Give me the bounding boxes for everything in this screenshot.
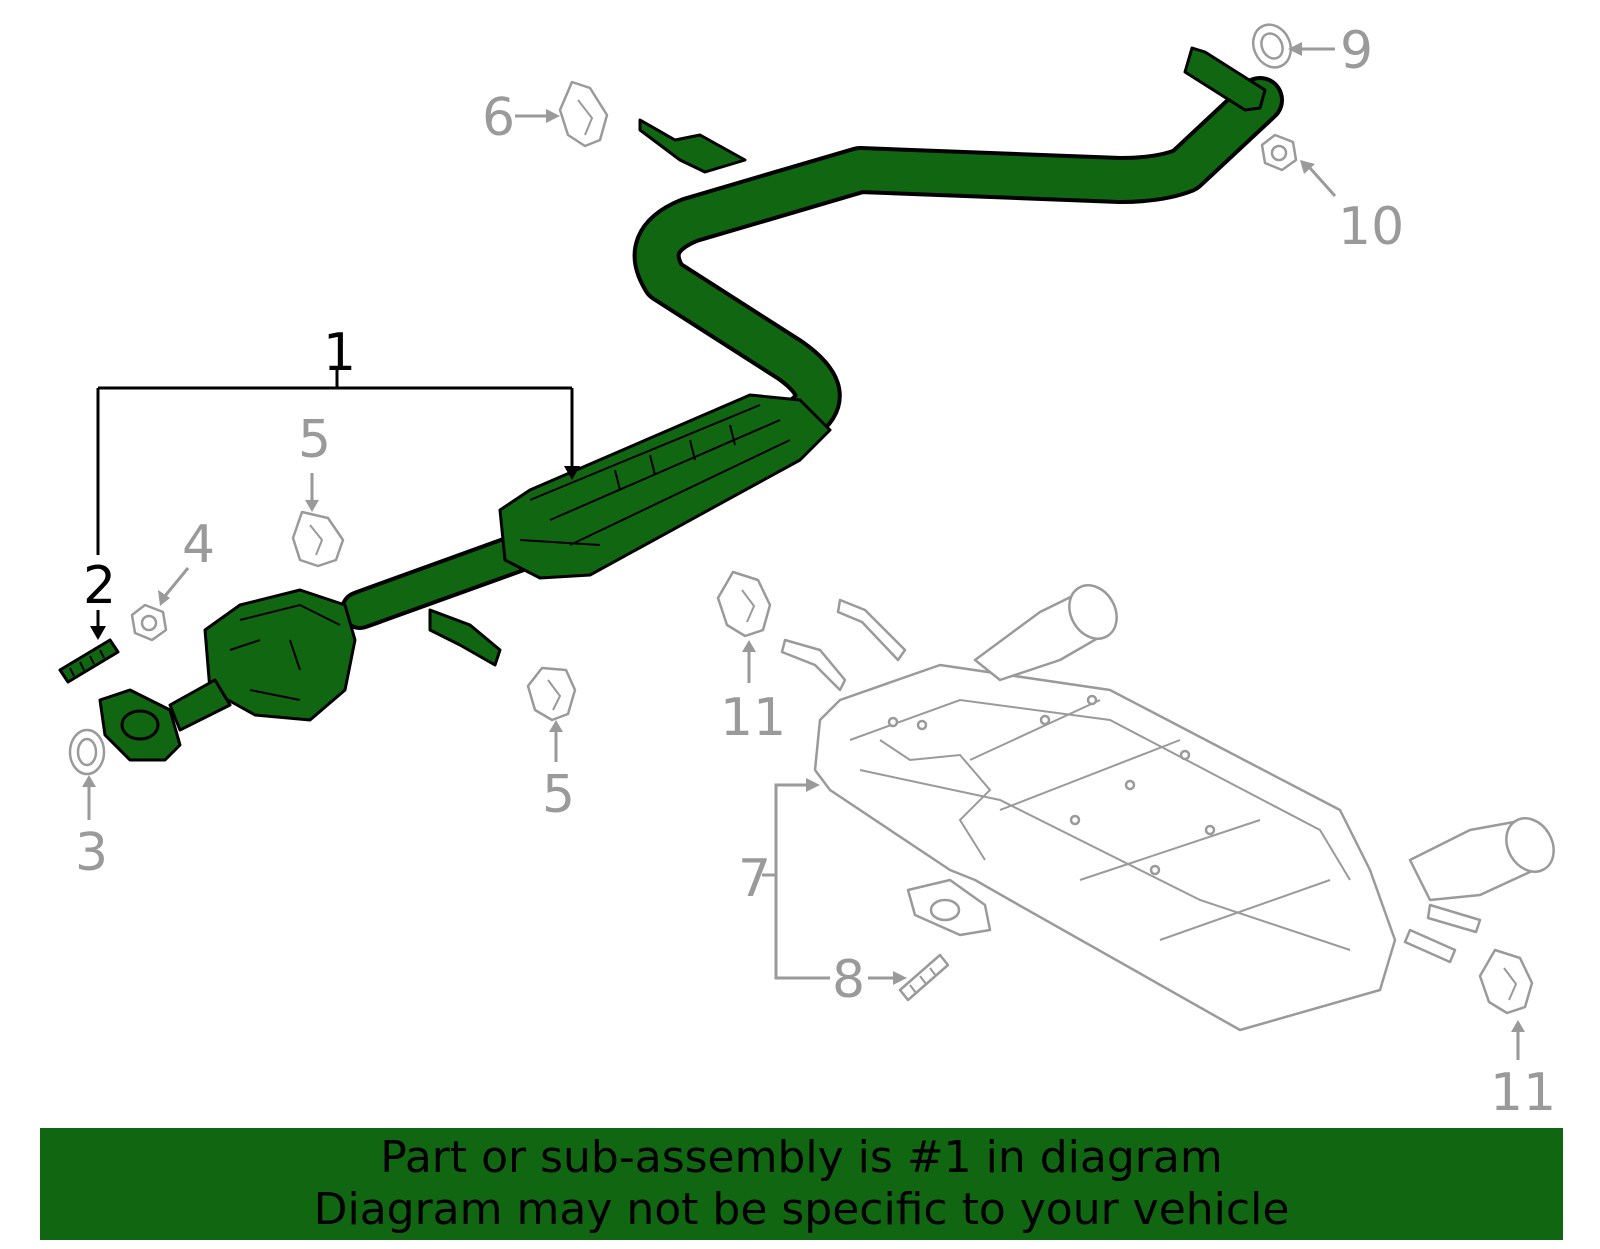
gasket-part-9[interactable] — [1246, 18, 1297, 73]
callout-7: 7 — [738, 849, 771, 909]
arrowhead-7 — [806, 778, 820, 792]
leader-10 — [1308, 167, 1337, 197]
callout-5-upper: 5 — [298, 410, 331, 470]
callout-2: 2 — [83, 556, 116, 616]
insulator-part-5-lower[interactable] — [526, 666, 577, 722]
arrowhead-10 — [1300, 160, 1315, 174]
callout-9: 9 — [1340, 21, 1373, 81]
bracket-1 — [96, 370, 574, 555]
arrowhead-9 — [1288, 42, 1302, 56]
insulator-part-11-left[interactable] — [716, 570, 772, 638]
callout-5-lower: 5 — [542, 765, 575, 825]
arrowhead-8 — [893, 971, 907, 985]
leader-4 — [163, 567, 190, 597]
callout-1: 1 — [323, 323, 356, 383]
callout-8: 8 — [832, 950, 865, 1010]
muffler-part-7[interactable] — [780, 577, 1563, 1032]
info-banner: Part or sub-assembly is #1 in diagram Di… — [40, 1128, 1563, 1240]
arrowhead-3 — [82, 775, 96, 787]
callout-11-left: 11 — [720, 688, 786, 748]
exhaust-pipe-assembly[interactable] — [58, 46, 1284, 762]
insulator-part-5-upper[interactable] — [291, 510, 345, 568]
arrowhead-1 — [564, 466, 580, 480]
leader-7 — [762, 783, 830, 980]
insulator-part-6[interactable] — [558, 80, 609, 148]
arrowhead-5-upper — [305, 500, 319, 512]
arrowhead-6 — [546, 109, 560, 123]
callout-3: 3 — [75, 823, 108, 883]
stud-part-8[interactable] — [898, 953, 950, 1002]
banner-line-2: Diagram may not be specific to your vehi… — [313, 1184, 1290, 1235]
nut-part-4[interactable] — [130, 603, 168, 642]
callout-11-right: 11 — [1490, 1063, 1556, 1123]
arrowhead-4 — [158, 590, 170, 606]
arrowhead-2 — [90, 626, 106, 640]
arrowhead-11-right — [1511, 1020, 1525, 1032]
insulator-part-11-right[interactable] — [1478, 948, 1534, 1015]
arrowhead-11-left — [742, 640, 756, 652]
banner-line-1: Part or sub-assembly is #1 in diagram — [380, 1132, 1223, 1183]
arrowhead-5-lower — [549, 720, 563, 732]
callout-10: 10 — [1338, 197, 1404, 257]
nut-part-10[interactable] — [1260, 133, 1298, 172]
gasket-part-3[interactable] — [68, 728, 106, 776]
callout-6: 6 — [482, 88, 515, 148]
callout-4: 4 — [182, 515, 215, 575]
